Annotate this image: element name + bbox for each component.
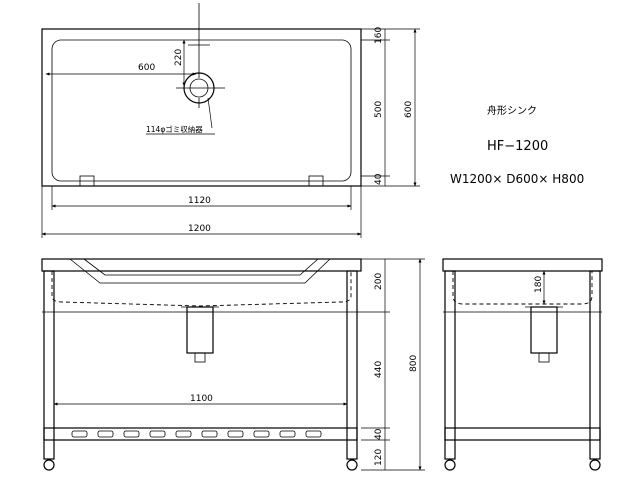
model-number: HF−1200 — [487, 139, 549, 154]
top-view-outer-frame — [41, 28, 362, 187]
drain-note-label: 114φゴミ収納器 — [146, 124, 203, 134]
front-undershelf — [43, 427, 358, 441]
front-boat-rim — [69, 258, 331, 284]
dim-label-220: 220 — [174, 49, 184, 66]
front-drain-trap — [186, 306, 214, 354]
side-undershelf — [444, 427, 601, 441]
dim-label-40-front: 40 — [374, 428, 384, 440]
side-leg-right — [589, 270, 601, 460]
top-view-bowl-outline — [51, 39, 352, 182]
dim-label-40-top: 40 — [374, 173, 384, 185]
dim-label-1200: 1200 — [188, 224, 211, 234]
dim-label-200: 200 — [374, 273, 384, 290]
side-foot-right — [589, 459, 601, 471]
dim-label-1120: 1120 — [188, 196, 211, 206]
side-leg-left — [444, 270, 456, 460]
front-leg-left — [43, 270, 55, 460]
front-foot-right — [346, 459, 358, 471]
dim-label-160: 160 — [374, 27, 384, 44]
top-view: 600 220 114φゴミ収納器 1120 1200 160 500 40 6… — [41, 3, 420, 238]
side-countertop — [442, 258, 603, 272]
dim-label-800: 800 — [409, 355, 419, 372]
dim-label-500: 500 — [374, 101, 384, 118]
top-view-foot-right — [308, 175, 324, 187]
dim-label-600-depth: 600 — [404, 101, 414, 118]
side-view: 180 — [442, 258, 603, 471]
side-drain-trap — [530, 306, 558, 354]
shelf-slots — [71, 430, 322, 438]
product-dimensions: W1200× D600× H800 — [450, 172, 585, 186]
side-bowl-hidden — [452, 271, 593, 305]
dim-label-1100: 1100 — [190, 394, 213, 404]
front-countertop — [41, 258, 362, 272]
dim-label-600-top: 600 — [138, 63, 155, 73]
product-name: 舟形シンク — [487, 106, 537, 117]
side-foot-left — [444, 459, 456, 471]
dim-label-180: 180 — [534, 276, 544, 293]
front-view: 1100 200 440 40 120 800 — [41, 258, 425, 471]
dim-label-440: 440 — [374, 361, 384, 378]
top-view-foot-left — [79, 175, 95, 187]
front-bowl-hidden — [51, 271, 352, 307]
dim-label-120: 120 — [374, 449, 384, 466]
front-leg-right — [346, 270, 358, 460]
front-foot-left — [43, 459, 55, 471]
